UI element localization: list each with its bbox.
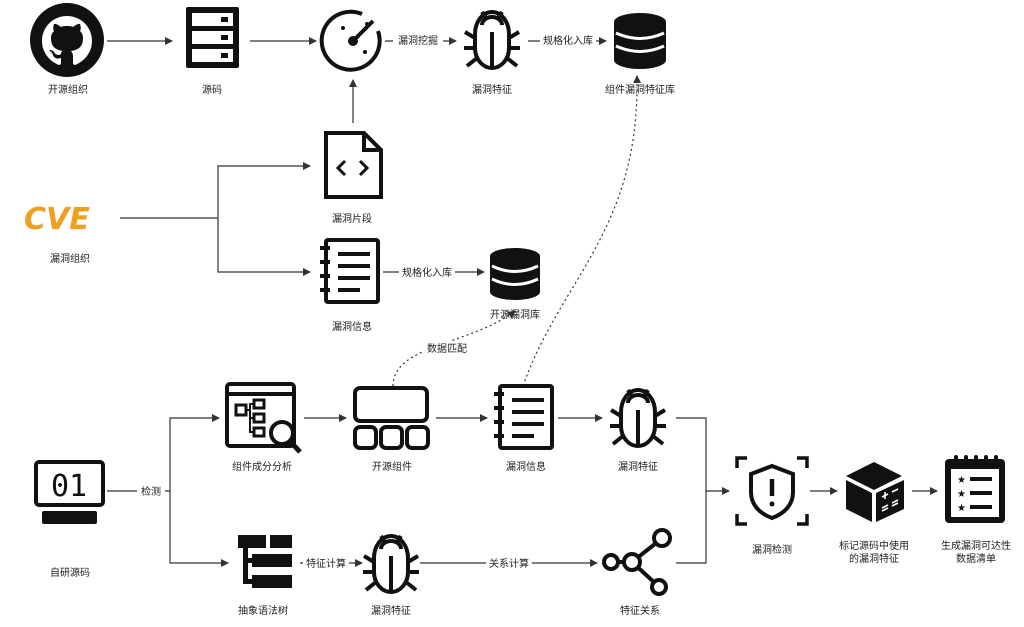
code-file-icon [324, 131, 383, 199]
label-sca: 组件成分分析 [232, 460, 292, 473]
shield-alert-icon [735, 456, 809, 526]
edge-label-std1: 规格化入库 [543, 34, 593, 47]
label-vuln-feat3: 漏洞特征 [371, 605, 411, 617]
database-icon [490, 248, 540, 300]
label-report-line2: 数据清单 [956, 552, 996, 565]
label-mark-line1: 标记源码中使用 [839, 539, 909, 552]
bug-icon [609, 388, 667, 448]
cve-logo: CVE [24, 202, 90, 237]
label-self-code: 自研源码 [50, 566, 90, 579]
edges [107, 37, 938, 567]
component-icon [353, 386, 430, 450]
edge-label-relcalc: 关系计算 [489, 557, 529, 570]
server-icon [186, 7, 239, 68]
svg-text:★: ★ [957, 475, 966, 486]
bug-icon [362, 534, 420, 594]
radar-icon [319, 9, 382, 72]
label-feat-rel: 特征关系 [620, 604, 660, 617]
label-source: 源码 [202, 83, 222, 96]
ast-tree-icon [238, 535, 292, 588]
edge-label-detect: 检测 [141, 485, 161, 498]
svg-text:★: ★ [957, 489, 966, 500]
label-snippet: 漏洞片段 [332, 212, 372, 225]
database-icon [614, 13, 666, 69]
label-report-line1: 生成漏洞可达性 [941, 539, 1011, 552]
notebook-icon [494, 384, 554, 450]
label-vuln-feat2: 漏洞特征 [618, 461, 658, 473]
label-github: 开源组织 [48, 83, 88, 96]
cube-calculator-icon [846, 462, 904, 522]
label-mark-line2: 的漏洞特征 [849, 552, 899, 565]
label-feat-db: 组件漏洞特征库 [605, 83, 675, 96]
edge-cve-info [217, 218, 311, 276]
cve-logo-text: CVE [24, 202, 90, 237]
svg-text:★: ★ [957, 503, 966, 514]
label-oss-comp: 开源组件 [372, 460, 412, 473]
label-vuln-db: 开源漏洞库 [490, 308, 540, 321]
edge-merge [676, 417, 707, 564]
edge-label-mining: 漏洞挖掘 [398, 34, 438, 47]
network-icon [602, 528, 672, 596]
edge-label-featcalc: 特征计算 [306, 557, 346, 570]
edge-labels: 漏洞挖掘 规格化入库 规格化入库 数据匹配 检测 特征计算 关系计算 [137, 33, 596, 570]
label-vuln-feat-top: 漏洞特征 [472, 84, 512, 96]
label-ast: 抽象语法树 [238, 604, 288, 617]
notebook-icon [320, 238, 380, 304]
label-cve: 漏洞组织 [50, 252, 90, 265]
edge-info2-featdb-dotted [522, 75, 642, 387]
edge-cve-snippet [217, 162, 311, 218]
label-vuln-detect: 漏洞检测 [752, 543, 792, 556]
terminal-icon: 01 [34, 460, 105, 524]
github-icon [30, 3, 104, 77]
sca-tree-search-icon [225, 382, 302, 454]
checklist-icon: ★ ★ ★ [945, 455, 1005, 523]
edge-label-match: 数据匹配 [427, 342, 467, 355]
edge-self-ast [169, 491, 229, 567]
bug-icon [463, 10, 521, 70]
edge-self-sca [169, 414, 220, 491]
label-vuln-info: 漏洞信息 [332, 320, 372, 333]
label-vuln-info2: 漏洞信息 [506, 460, 546, 473]
edge-label-std2: 规格化入库 [402, 266, 452, 279]
terminal-digits: 01 [51, 469, 87, 504]
